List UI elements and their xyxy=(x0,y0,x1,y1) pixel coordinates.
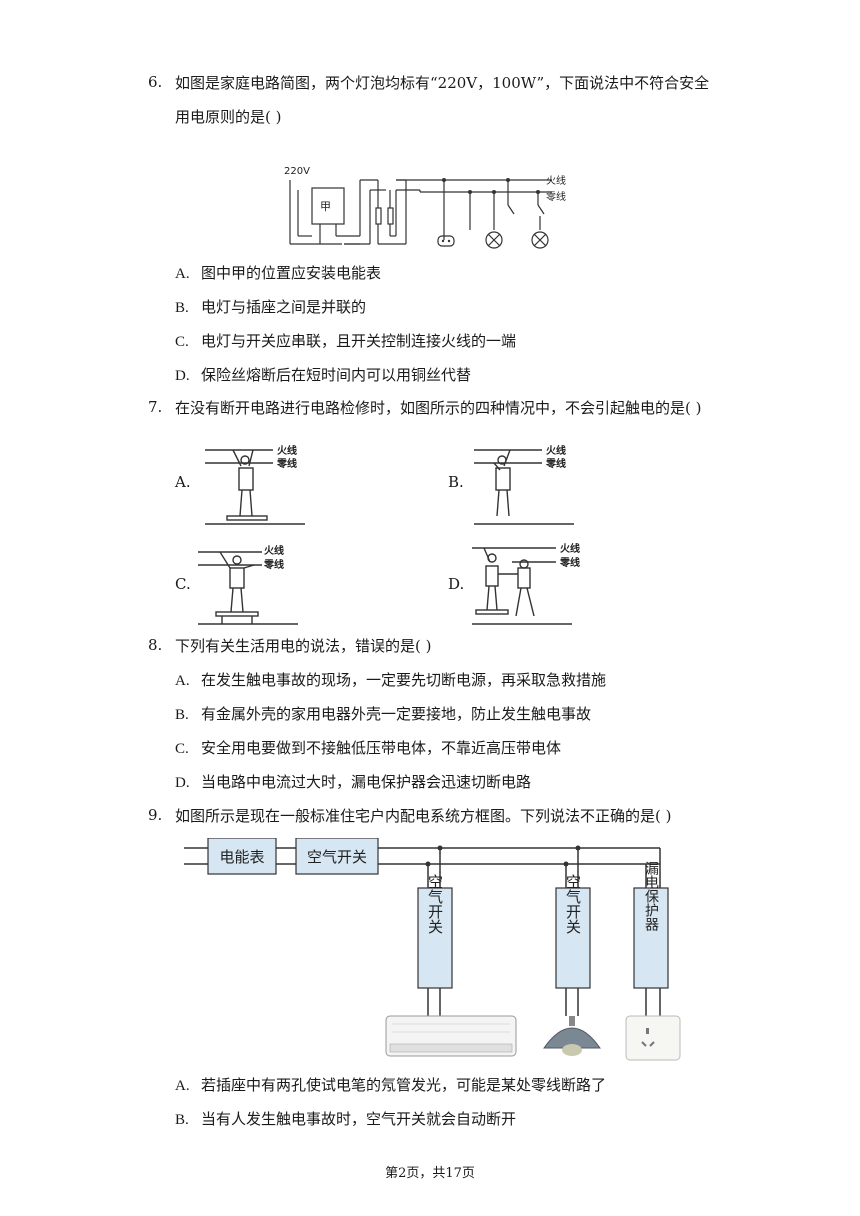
option-text: 当电路中电流过大时，漏电保护器会迅速切断电路 xyxy=(201,773,532,791)
question-8-option-a: A. 在发生触电事故的现场，一定要先切断电源，再采取急救措施 xyxy=(175,669,606,690)
option-text: 在发生触电事故的现场，一定要先切断电源，再采取急救措施 xyxy=(201,671,607,689)
option-letter: C. xyxy=(175,741,189,757)
figure-neutral-label: 零线 xyxy=(263,558,284,571)
question-6-number: 6. xyxy=(148,73,163,91)
question-7-option-b-letter: B. xyxy=(448,473,464,491)
option-text: 电灯与开关应串联，且开关控制连接火线的一端 xyxy=(201,332,517,350)
question-7-text-line1: 在没有断开电路进行电路检修时，如图所示的四种情况中，不会引起触电的是( ) xyxy=(175,399,702,417)
figure-live-label: 火线 xyxy=(277,444,297,457)
air-conditioner-icon xyxy=(385,1015,517,1057)
option-letter: D. xyxy=(175,775,190,791)
circuit-neutral-label: 零线 xyxy=(546,190,566,203)
question-7-option-c-letter: C. xyxy=(175,575,191,593)
page-footer: 第2页，共17页 xyxy=(385,1166,475,1181)
figure-live-label: 火线 xyxy=(264,544,284,557)
option-letter: D. xyxy=(175,368,190,384)
lamp-icon xyxy=(543,1016,601,1056)
option-letter: B. xyxy=(175,1112,189,1128)
branch-3-leakage-protector-label: 漏电保护器 xyxy=(643,861,659,931)
figure-neutral-label: 零线 xyxy=(545,457,566,470)
circuit-live-label: 火线 xyxy=(546,174,566,187)
option-text: 有金属外壳的家用电器外壳一定要接地，防止发生触电事故 xyxy=(201,705,592,723)
question-7-number: 7. xyxy=(148,398,163,416)
option-letter: A. xyxy=(175,1078,190,1094)
figure-neutral-label: 零线 xyxy=(559,556,580,569)
figure-live-label: 火线 xyxy=(560,542,580,555)
option-text: 当有人发生触电事故时，空气开关就会自动断开 xyxy=(201,1110,517,1128)
question-6-option-c: C. 电灯与开关应串联，且开关控制连接火线的一端 xyxy=(175,330,516,351)
question-6-text-line1: 如图是家庭电路简图，两个灯泡均标有“220V，100W”，下面说法中不符合安全 xyxy=(175,74,710,92)
worker-figure-d: 火线 零线 xyxy=(472,542,580,625)
worker-figure-a: 火线 零线 xyxy=(205,444,305,525)
meter-box-label: 电能表 xyxy=(219,848,264,866)
option-letter: B. xyxy=(175,707,189,723)
figure-live-label: 火线 xyxy=(546,444,566,457)
figure-neutral-label: 零线 xyxy=(276,457,297,470)
option-letter: A. xyxy=(175,266,190,282)
option-text: 电灯与插座之间是并联的 xyxy=(201,298,367,316)
main-breaker-label: 空气开关 xyxy=(307,848,367,866)
option-text: 保险丝熔断后在短时间内可以用铜丝代替 xyxy=(201,366,472,384)
circuit-box-label: 甲 xyxy=(320,200,331,213)
wall-socket-icon xyxy=(625,1015,681,1061)
question-7-option-d-letter: D. xyxy=(448,575,465,593)
question-8-text-line1: 下列有关生活用电的说法，错误的是( ) xyxy=(175,637,432,655)
option-letter: B. xyxy=(175,300,189,316)
option-letter: A. xyxy=(175,673,190,689)
question-9-text-line1: 如图所示是现在一般标准住宅户内配电系统方框图。下列说法不正确的是( ) xyxy=(175,807,672,825)
question-6-option-b: B. 电灯与插座之间是并联的 xyxy=(175,296,366,317)
option-text: 图中甲的位置应安装电能表 xyxy=(201,264,382,282)
question-7-option-a-letter: A. xyxy=(175,473,191,491)
circuit-voltage-label: 220V xyxy=(284,166,310,177)
question-9-option-a: A. 若插座中有两孔使试电笔的氖管发光，可能是某处零线断路了 xyxy=(175,1074,606,1095)
branch-2-breaker-label: 空气开关 xyxy=(564,874,582,934)
distribution-system-diagram: 电能表 空气开关 空气开关 空气开关 漏电保护器 xyxy=(184,838,681,1061)
option-text: 安全用电要做到不接触低压带电体，不靠近高压带电体 xyxy=(201,739,562,757)
option-text: 若插座中有两孔使试电笔的氖管发光，可能是某处零线断路了 xyxy=(201,1076,607,1094)
question-8-number: 8. xyxy=(148,636,163,654)
question-8-option-b: B. 有金属外壳的家用电器外壳一定要接地，防止发生触电事故 xyxy=(175,703,591,724)
question-9-option-b: B. 当有人发生触电事故时，空气开关就会自动断开 xyxy=(175,1108,516,1129)
household-circuit-diagram: 220V 甲 火线 零线 xyxy=(284,166,566,249)
question-8-option-c: C. 安全用电要做到不接触低压带电体，不靠近高压带电体 xyxy=(175,737,561,758)
question-6-option-d: D. 保险丝熔断后在短时间内可以用铜丝代替 xyxy=(175,364,471,385)
branch-1-breaker-label: 空气开关 xyxy=(426,874,444,934)
option-letter: C. xyxy=(175,334,189,350)
question-6-text-line2: 用电原则的是( ) xyxy=(175,108,282,126)
question-9-number: 9. xyxy=(148,806,163,824)
question-6-option-a: A. 图中甲的位置应安装电能表 xyxy=(175,262,381,283)
worker-figure-b: 火线 零线 xyxy=(474,444,574,525)
worker-figure-c: 火线 零线 xyxy=(198,544,298,625)
question-8-option-d: D. 当电路中电流过大时，漏电保护器会迅速切断电路 xyxy=(175,771,531,792)
